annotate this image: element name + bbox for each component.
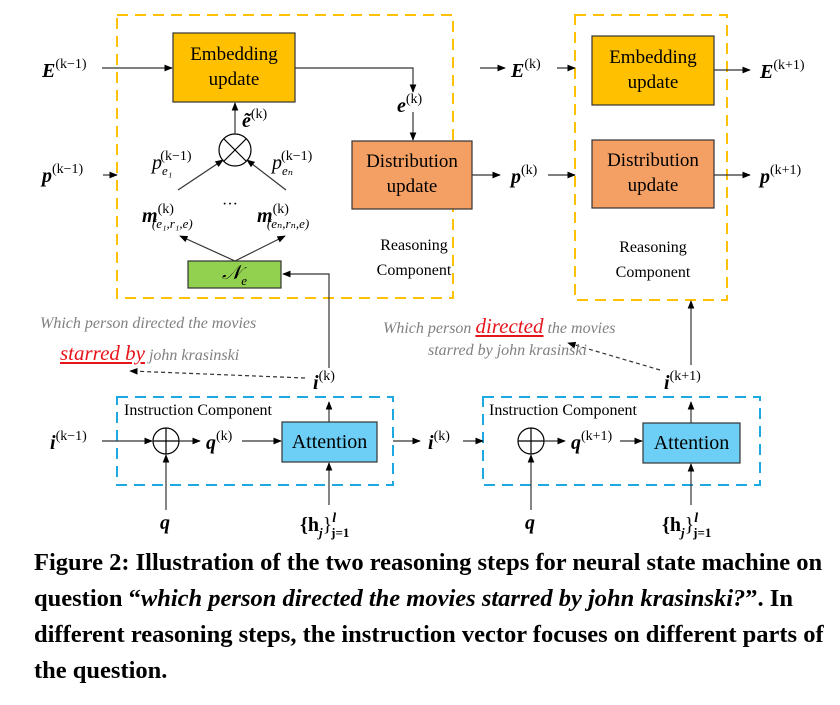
box-label: update bbox=[386, 176, 438, 197]
ellipsis: ··· bbox=[222, 196, 238, 213]
embedding-update-box-k: Embedding update bbox=[173, 33, 295, 102]
question-text: starred by john krasinski bbox=[428, 342, 587, 359]
p-e1: pe₁(k−1) bbox=[152, 149, 192, 178]
E-k-plus-1: E(k+1) bbox=[760, 58, 805, 83]
label: Component bbox=[376, 261, 452, 279]
q-input: q bbox=[525, 512, 535, 534]
p-k-minus-1: p(k−1) bbox=[42, 162, 84, 187]
q-k-plus-1: q(k+1) bbox=[571, 429, 613, 454]
box-label: Embedding bbox=[190, 43, 278, 65]
neighbor-box: 𝒩e bbox=[188, 261, 281, 288]
q-input: q bbox=[160, 512, 170, 534]
reasoning-component-k1 bbox=[574, 14, 728, 301]
highlighted-words: directed bbox=[475, 314, 544, 338]
distribution-update-box-k: Distribution update bbox=[352, 141, 472, 209]
neighbor-label: 𝒩 bbox=[222, 261, 242, 284]
E-k: E(k) bbox=[511, 57, 541, 82]
question-text: starred by john krasinski bbox=[60, 341, 240, 365]
h-set: {hj}lj=1 bbox=[662, 511, 712, 540]
question-text: Which person directed the movies bbox=[40, 315, 257, 332]
message-e1: m(k)(e₁,r₁,e) bbox=[142, 202, 193, 231]
label: Reasoning bbox=[619, 239, 687, 256]
highlighted-words: starred by bbox=[60, 341, 145, 365]
box-label: update bbox=[627, 175, 679, 196]
e-tilde-k: ẽ(k) bbox=[242, 107, 268, 132]
label: Component bbox=[615, 263, 691, 281]
p-k-plus-1: p(k+1) bbox=[760, 163, 802, 188]
E-k-minus-1: E(k−1) bbox=[42, 57, 87, 82]
neighbor-sub: e bbox=[241, 272, 247, 288]
p-en: peₙ(k−1) bbox=[272, 149, 313, 178]
instruction-component-label: Instruction Component bbox=[124, 402, 272, 419]
attention-box-k1: Attention bbox=[643, 423, 740, 463]
p-k: p(k) bbox=[511, 163, 538, 188]
instruction-component-label: Instruction Component bbox=[489, 402, 637, 419]
attention-box-k: Attention bbox=[282, 422, 377, 462]
question-text: Which person directed the movies bbox=[383, 314, 616, 338]
box-label: Embedding bbox=[609, 46, 697, 68]
label: Reasoning bbox=[380, 237, 448, 254]
q-k: q(k) bbox=[206, 429, 233, 454]
box-label: Distribution bbox=[366, 151, 458, 173]
i-k-mid: i(k) bbox=[428, 429, 450, 454]
embedding-update-box-k1: Embedding update bbox=[592, 36, 714, 105]
box-label: Distribution bbox=[607, 150, 699, 172]
box-label: update bbox=[627, 71, 679, 93]
h-set: {hj}lj=1 bbox=[300, 511, 350, 540]
box-label: Attention bbox=[291, 431, 368, 453]
i-k: i(k) bbox=[313, 369, 335, 394]
box-label: update bbox=[208, 68, 260, 90]
e-k: e(k) bbox=[397, 92, 423, 117]
i-k-minus-1: i(k−1) bbox=[50, 429, 87, 454]
figure-caption: Figure 2: Illustration of the two reason… bbox=[34, 549, 824, 684]
box-label: Attention bbox=[653, 432, 730, 454]
i-k-plus-1: i(k+1) bbox=[664, 369, 701, 394]
distribution-update-box-k1: Distribution update bbox=[592, 140, 714, 208]
message-en: m(k)(eₙ,rₙ,e) bbox=[257, 202, 310, 231]
